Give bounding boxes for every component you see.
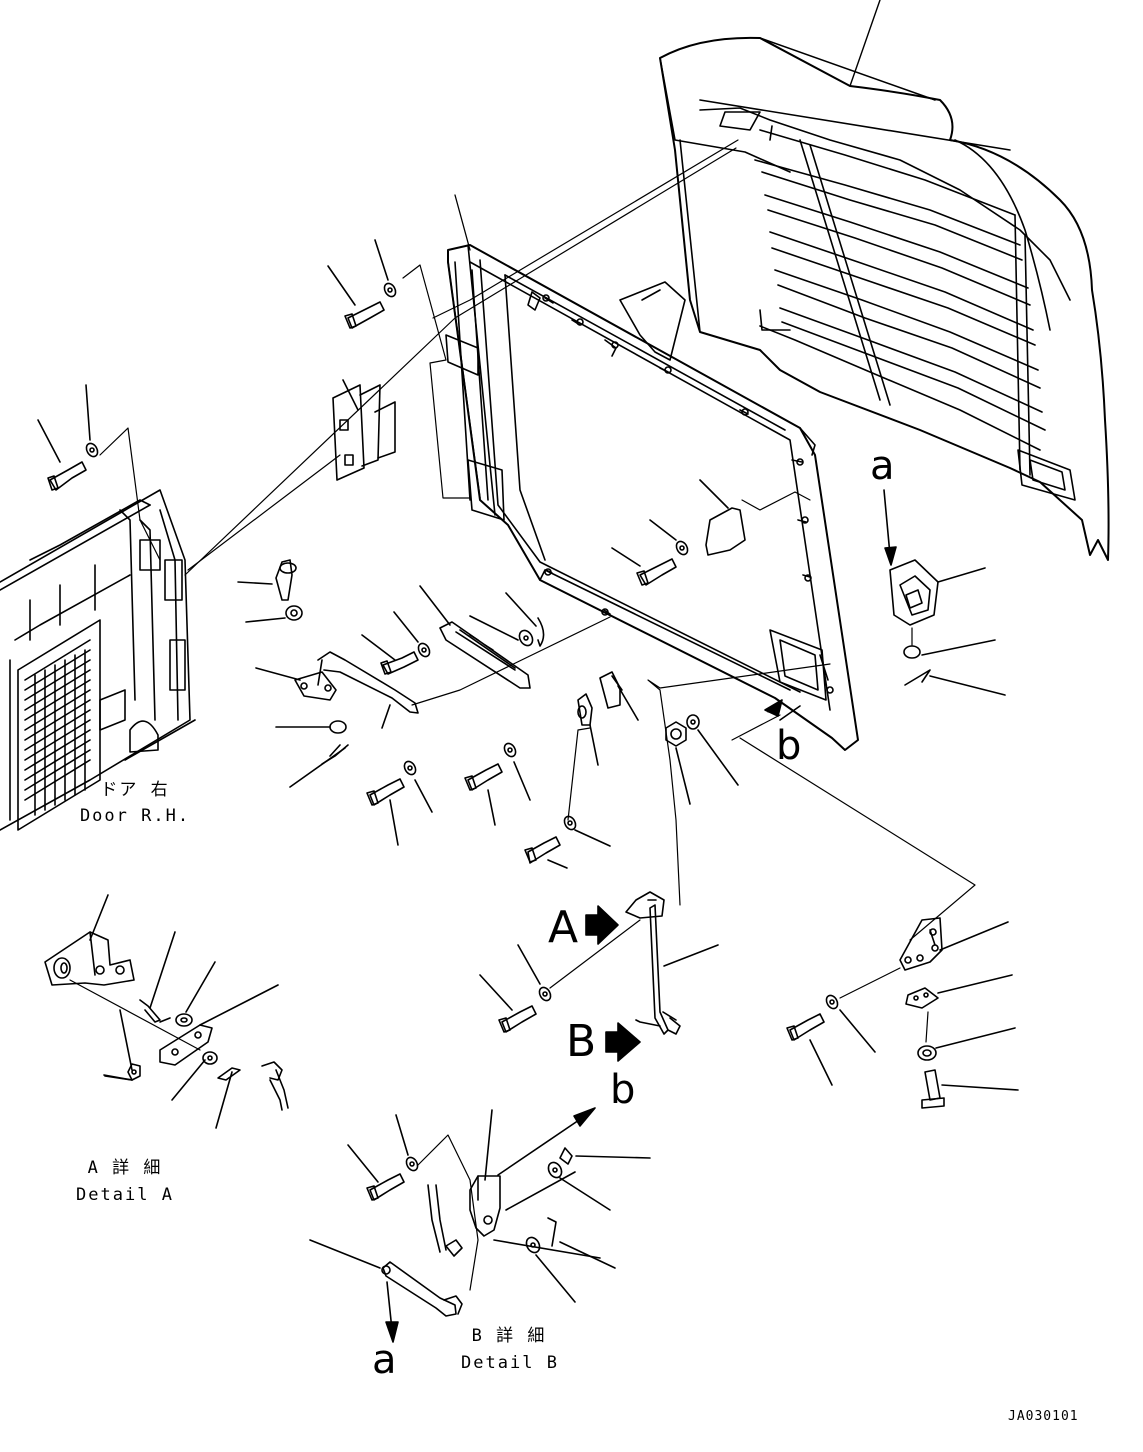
stay-rod-assembly (237, 559, 611, 788)
bolt-group-upper-left (37, 239, 471, 561)
latch-right (889, 559, 1006, 696)
latch-rod (625, 891, 719, 1035)
hinge-brackets (187, 379, 396, 571)
drawing-code: JA030101 (1008, 1409, 1079, 1424)
arrow-A-icon (585, 905, 619, 945)
callout-arrows (385, 489, 897, 1343)
bolt-group-middle (366, 479, 811, 869)
door-rh (0, 489, 196, 831)
detail-b-drawing (309, 1109, 651, 1317)
callout-a-upper: a (870, 443, 895, 489)
arrow-B-label: B (566, 1016, 597, 1067)
detail-a-drawing (44, 894, 289, 1129)
arrow-A-label: A (548, 902, 579, 953)
detail-a-label-jp: A 詳 細 (87, 1158, 163, 1178)
door-label-jp: ドア 右 (100, 780, 170, 800)
callout-b-upper: b (776, 723, 802, 769)
detail-a-parts-center (577, 663, 976, 941)
bolt-near-A (479, 919, 641, 1033)
callout-a-lower: a (372, 1337, 397, 1383)
detail-b-label-jp: B 詳 細 (471, 1326, 547, 1346)
detail-b-label-en: Detail B (461, 1353, 559, 1373)
bracket-group-right (786, 917, 1019, 1109)
frame-assembly (445, 194, 859, 751)
arrow-B-icon (605, 1022, 641, 1062)
grille-assembly (659, 0, 1110, 561)
detail-a-label-en: Detail A (76, 1185, 174, 1205)
callout-b-lower: b (610, 1067, 636, 1113)
door-label-en: Door R.H. (79, 806, 191, 826)
